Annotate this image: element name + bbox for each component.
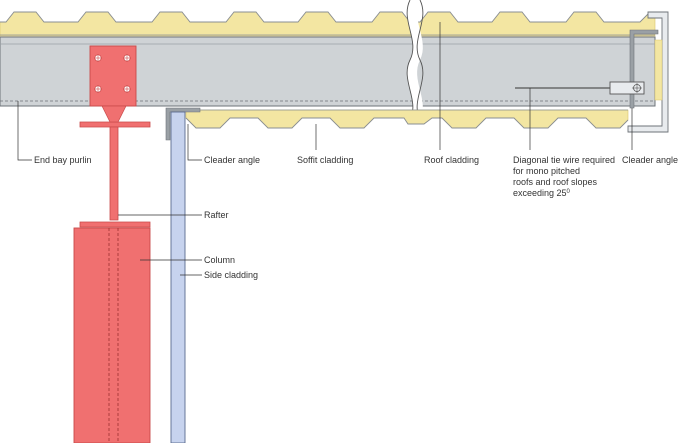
soffit-cladding-sheet [185, 109, 629, 129]
rafter [79, 105, 151, 228]
label-rafter: Rafter [204, 210, 229, 220]
label-soffit-cladding: Soffit cladding [297, 155, 353, 165]
rafter-haunch [101, 105, 127, 123]
rafter-top-flange [79, 121, 151, 128]
rafter-bottom-flange [79, 221, 151, 228]
side-cladding [170, 111, 186, 443]
diagonal-tie-wire [515, 81, 645, 95]
leader-end-bay-purlin [17, 101, 32, 161]
break-gap-fill [407, 0, 423, 120]
fascia-insulation [654, 39, 663, 101]
soffit-insulation-band [185, 109, 629, 129]
roof-insulation-band [0, 11, 656, 37]
bolt-icon [123, 54, 131, 62]
side-cladding-panel [170, 111, 186, 443]
fascia-outer [627, 11, 669, 133]
label-roof-cladding: Roof cladding [424, 155, 479, 165]
soffit-outer-sheet-line [185, 117, 629, 129]
degree-superscript: 0 [567, 189, 571, 195]
cleader-angle-right-shape [629, 29, 659, 109]
leader-lines [17, 22, 633, 276]
label-diagonal-tie-line2: for mono pitched [513, 166, 580, 176]
cleader-angle-left-shape [165, 107, 201, 141]
label-diagonal-tie-line1: Diagonal tie wire required [513, 155, 615, 165]
rafter-web [109, 126, 119, 221]
labels: End bay purlin Cleader angle Soffit clad… [34, 155, 678, 280]
bolt-icon [123, 85, 131, 93]
break-line-left [406, 0, 414, 121]
roof-outer-sheet-line [0, 11, 655, 23]
bolt-icon [94, 85, 102, 93]
cleat-plate [89, 45, 137, 107]
right-end-fascia [627, 11, 669, 133]
label-side-cladding: Side cladding [204, 270, 258, 280]
roof-cladding-sheet [0, 11, 656, 37]
label-diagonal-tie-line4: exceeding 250 [513, 188, 571, 198]
label-cleader-angle-right: Cleader angle [622, 155, 678, 165]
label-end-bay-purlin: End bay purlin [34, 155, 92, 165]
column-body [73, 227, 151, 443]
column [73, 227, 151, 443]
break-line-right [416, 0, 424, 121]
bolt-icon [94, 54, 102, 62]
cleader-angle-left [165, 107, 201, 141]
break-lines [406, 0, 424, 121]
label-diagonal-tie-line3: roofs and roof slopes [513, 177, 598, 187]
label-column: Column [204, 255, 235, 265]
leader-cleader-angle-left [187, 124, 202, 161]
label-cleader-angle-left: Cleader angle [204, 155, 260, 165]
